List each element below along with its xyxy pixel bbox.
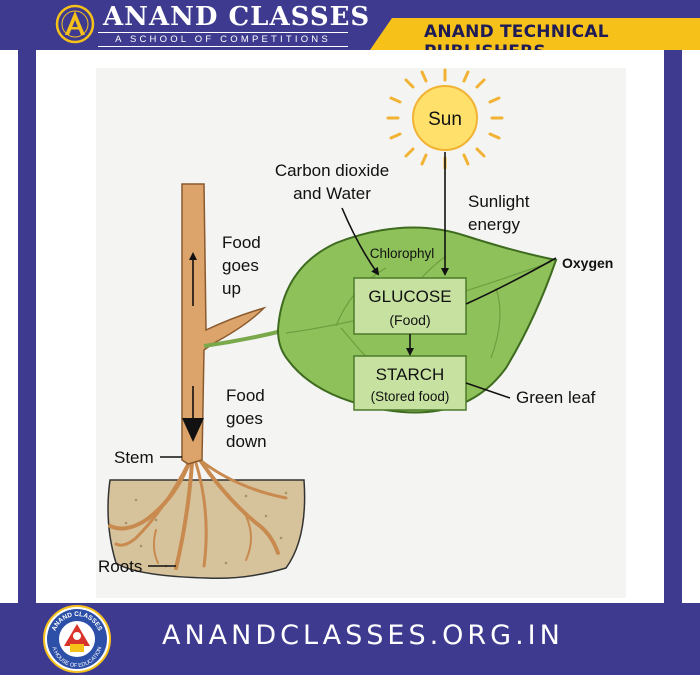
badge-logo-icon: ANAND CLASSES A HOUSE OF EDUCATION xyxy=(43,605,111,673)
brand-logo-icon xyxy=(55,4,95,44)
publisher-banner xyxy=(370,18,700,50)
oxygen-label: Oxygen xyxy=(562,255,613,271)
glucose-box xyxy=(353,277,467,335)
chlorophyl-label: Chlorophyl xyxy=(370,246,435,261)
co2-arrow xyxy=(341,207,380,276)
starch-box xyxy=(353,355,467,411)
brand-name: ANAND CLASSES xyxy=(103,2,371,32)
photosynthesis-diagram: GLUCOSE (Food) STARCH (Stored food) xyxy=(96,68,626,598)
roots-label: Roots xyxy=(98,557,142,576)
sunlight-label-1: Sunlight xyxy=(468,192,530,211)
header-edge xyxy=(392,0,700,18)
roots xyxy=(108,458,288,570)
sunlight-label-2: energy xyxy=(468,215,520,234)
starch-subtitle: (Stored food) xyxy=(371,389,450,404)
sun-icon xyxy=(386,68,504,170)
stem-label: Stem xyxy=(114,448,154,467)
co2-label-1: Carbon dioxide xyxy=(275,161,389,180)
food-up-label-3: up xyxy=(222,279,241,298)
oxygen-line xyxy=(465,257,557,305)
food-up-label-1: Food xyxy=(222,233,261,252)
food-down-arrowhead xyxy=(182,418,204,442)
sun-label: Sun xyxy=(428,109,462,130)
glucose-subtitle: (Food) xyxy=(389,312,430,328)
soil-dots xyxy=(124,491,288,568)
footer-bar xyxy=(0,603,700,675)
brand-tagline: A SCHOOL OF COMPETITIONS xyxy=(98,32,348,47)
food-down-label-1: Food xyxy=(226,386,265,405)
starch-title: STARCH xyxy=(376,365,445,384)
website-link[interactable]: ANANDCLASSES.ORG.IN xyxy=(162,620,564,651)
food-up-label-2: goes xyxy=(222,256,259,275)
food-down-label-2: goes xyxy=(226,409,263,428)
green-leaf-pointer xyxy=(465,382,511,399)
green-leaf-label: Green leaf xyxy=(516,388,596,407)
co2-label-2: and Water xyxy=(293,184,371,203)
food-down-label-3: down xyxy=(226,432,267,451)
glucose-title: GLUCOSE xyxy=(368,287,451,306)
